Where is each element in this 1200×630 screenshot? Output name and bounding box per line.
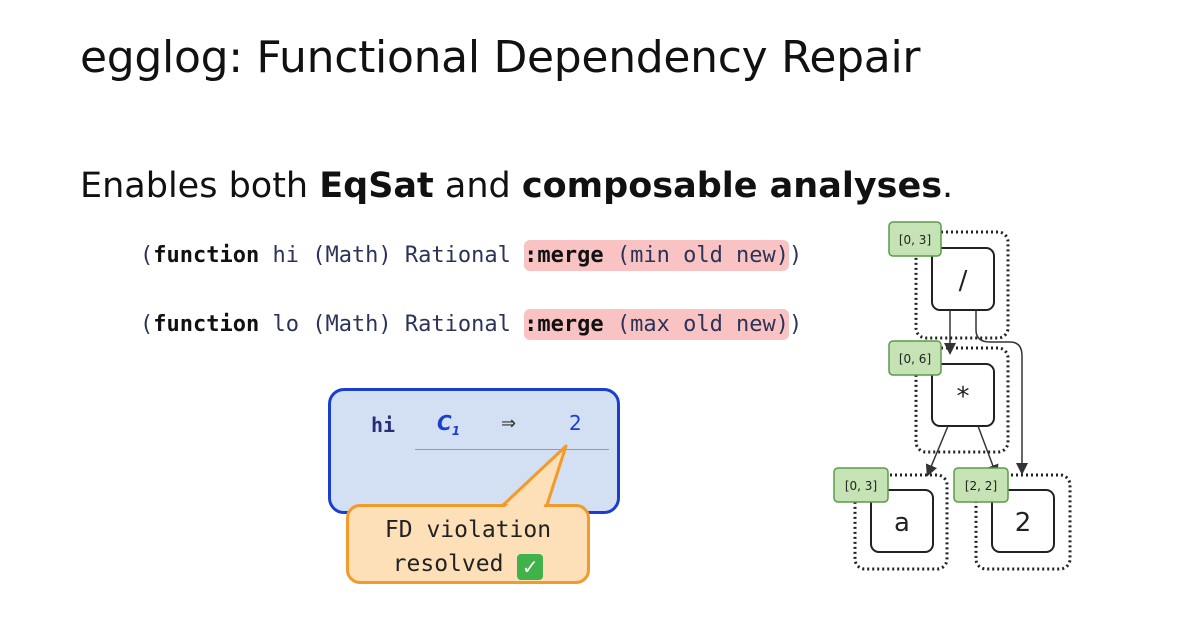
callout-line2: resolved ✓ xyxy=(349,547,587,581)
slide-title: egglog: Functional Dependency Repair xyxy=(80,32,921,83)
merge-highlight: :merge (max old new) xyxy=(524,309,790,340)
subtitle-analyses: composable analyses xyxy=(521,166,943,206)
eclass-a-border xyxy=(853,473,949,571)
edge-div-to-two xyxy=(975,310,1028,475)
callout-resolved-text: resolved xyxy=(392,551,504,577)
code-line-hi: (function hi (Math) Rational :merge (min… xyxy=(140,240,803,271)
code-keyword: function xyxy=(153,243,260,268)
enode-two-symbol: 2 xyxy=(1015,508,1032,538)
table-arg-symbol: C xyxy=(437,411,452,435)
interval-badge-a xyxy=(833,467,889,503)
edge-mul-to-two xyxy=(977,425,999,477)
interval-two: [2, 2] xyxy=(965,479,997,493)
enode-mul-symbol: * xyxy=(957,382,970,412)
fd-violation-callout: FD violation resolved ✓ xyxy=(346,504,590,584)
enode-a xyxy=(870,489,934,553)
merge-expression: (min old new) xyxy=(603,243,790,268)
code-line-lo: (function lo (Math) Rational :merge (max… xyxy=(140,309,803,340)
subtitle-eqsat: EqSat xyxy=(319,166,434,206)
merge-keyword: :merge xyxy=(524,312,604,337)
table-arg-subscript: 1 xyxy=(451,424,461,438)
check-mark-icon: ✓ xyxy=(517,554,544,580)
interval-mul: [0, 6] xyxy=(899,352,931,366)
table-arrow: ⇒ xyxy=(501,413,517,434)
subtitle-suffix: . xyxy=(942,166,954,206)
enode-div-symbol: / xyxy=(959,266,968,296)
interval-badge-div xyxy=(888,221,942,257)
eclass-mul-border xyxy=(914,346,1010,454)
interval-badge-two xyxy=(953,467,1009,503)
table-row-divider xyxy=(415,449,609,450)
callout-line1: FD violation xyxy=(384,517,552,543)
enode-mul xyxy=(931,363,995,427)
edge-mul-to-a xyxy=(925,425,949,477)
enode-two xyxy=(991,489,1055,553)
eclass-two-border xyxy=(974,473,1072,571)
interval-a: [0, 3] xyxy=(845,479,877,493)
subtitle-middle: and xyxy=(433,166,522,206)
function-table: hi C1 ⇒ 2 xyxy=(328,388,620,514)
merge-highlight: :merge (min old new) xyxy=(524,240,790,271)
merge-keyword: :merge xyxy=(524,243,604,268)
slide-subtitle: Enables both EqSat and composable analys… xyxy=(80,166,953,206)
enode-div xyxy=(931,247,995,311)
code-keyword: function xyxy=(153,312,260,337)
code-signature: lo (Math) Rational xyxy=(259,312,525,337)
table-argument: C1 xyxy=(437,411,460,438)
code-paren: ( xyxy=(140,243,154,268)
eclass-div-border xyxy=(914,230,1010,340)
code-paren: ( xyxy=(140,312,154,337)
code-signature: hi (Math) Rational xyxy=(259,243,525,268)
subtitle-prefix: Enables both xyxy=(80,166,320,206)
code-paren: ) xyxy=(789,312,803,337)
merge-expression: (max old new) xyxy=(603,312,790,337)
table-function-name: hi xyxy=(371,413,396,437)
table-value: 2 xyxy=(569,411,582,435)
interval-div: [0, 3] xyxy=(899,233,931,247)
interval-badge-mul xyxy=(888,340,942,376)
egraph-diagram: / * a 2 [0, 3] [0, 6] [0, 3] [2, 2] xyxy=(833,221,1072,571)
enode-a-symbol: a xyxy=(894,508,910,538)
code-paren: ) xyxy=(789,243,803,268)
